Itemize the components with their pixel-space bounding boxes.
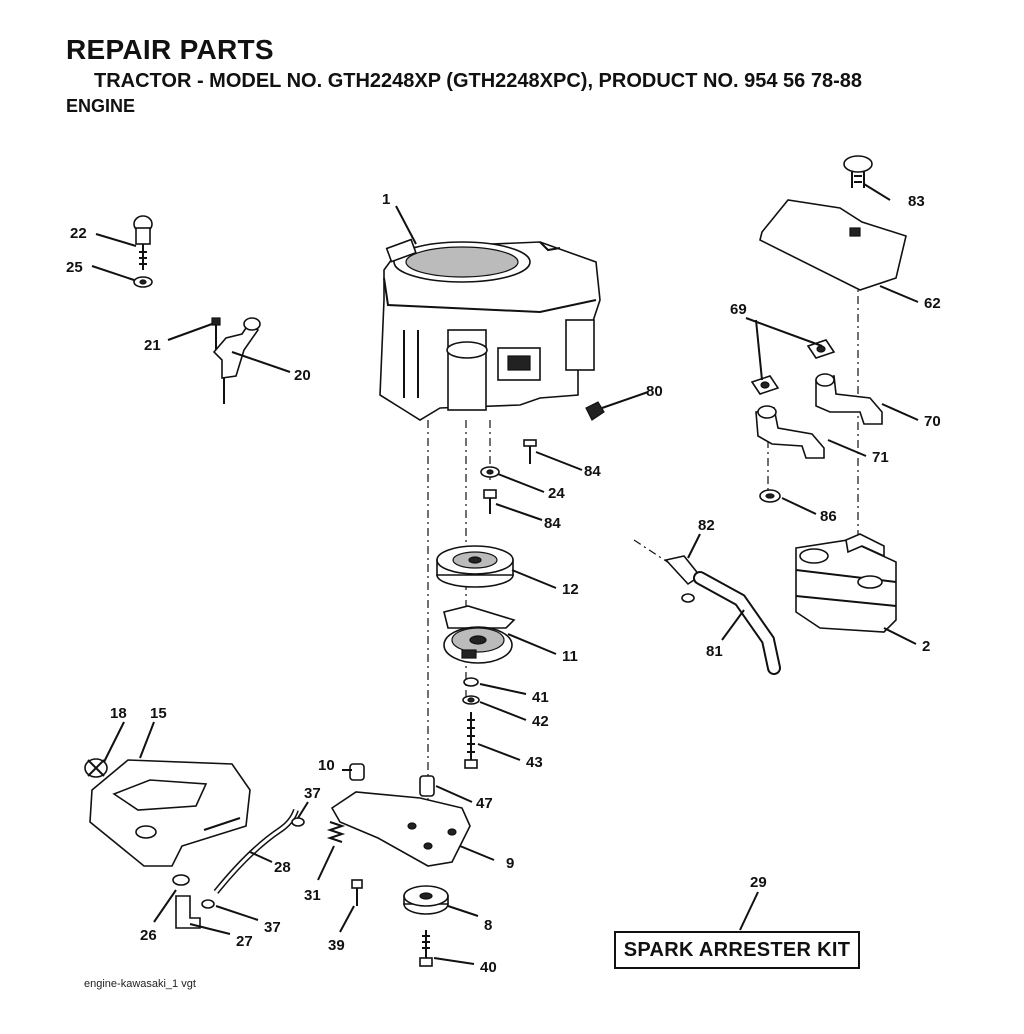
- washer-part-42[interactable]: [462, 695, 480, 705]
- callout-31: 31: [304, 887, 321, 904]
- callout-10: 10: [318, 757, 335, 774]
- callout-12: 12: [562, 581, 579, 598]
- idler-bracket-part-9[interactable]: [330, 791, 471, 867]
- callout-25: 25: [66, 259, 83, 276]
- callout-24: 24: [548, 485, 565, 502]
- bracket-part-20[interactable]: [212, 317, 261, 404]
- callout-43: 43: [526, 754, 543, 771]
- gasket-part-69a[interactable]: [806, 339, 836, 359]
- callout-47: 47: [476, 795, 493, 812]
- washer-part-24[interactable]: [480, 466, 500, 478]
- washer-part-41[interactable]: [463, 677, 479, 687]
- callout-2: 2: [922, 638, 930, 655]
- page-title: REPAIR PARTS: [66, 34, 274, 65]
- callout-84b: 84: [544, 515, 561, 532]
- fitting-part-80[interactable]: [585, 401, 605, 421]
- callout-81: 81: [706, 643, 723, 660]
- bolt-part-43[interactable]: [464, 712, 478, 769]
- callout-40: 40: [480, 959, 497, 976]
- callout-86: 86: [820, 508, 837, 525]
- callout-70: 70: [924, 413, 941, 430]
- heat-shield-part-62[interactable]: [759, 199, 907, 291]
- callout-21: 21: [144, 337, 161, 354]
- nut-part-86[interactable]: [759, 489, 781, 503]
- bolt-part-40[interactable]: [419, 930, 433, 967]
- hose-part-81[interactable]: [693, 571, 781, 675]
- spring-part-31[interactable]: [326, 821, 346, 843]
- idler-pulley-part-8[interactable]: [403, 885, 449, 915]
- callout-42: 42: [532, 713, 549, 730]
- callout-83: 83: [908, 193, 925, 210]
- section-title: ENGINE: [66, 96, 136, 116]
- bolt-part-84a[interactable]: [523, 439, 537, 464]
- pulley-part-12[interactable]: [436, 545, 514, 588]
- spark-arrester-kit-box: SPARK ARRESTER KIT: [614, 931, 860, 969]
- callout-labels: 1 22 25 21 20 80 84 24 84 12 11 41 42 43…: [66, 191, 941, 976]
- spacer-part-10[interactable]: [349, 763, 365, 781]
- callout-1: 1: [382, 191, 390, 208]
- leader-lines: [91, 183, 919, 965]
- bolt-part-39[interactable]: [351, 879, 363, 906]
- elbow-part-27[interactable]: [175, 895, 201, 929]
- model-subtitle: TRACTOR - MODEL NO. GTH2248XP (GTH2248XP…: [94, 70, 862, 92]
- grommet-part-26[interactable]: [172, 874, 190, 886]
- washer-part-25[interactable]: [133, 276, 153, 288]
- knob-part-83[interactable]: [843, 155, 873, 188]
- callout-20: 20: [294, 367, 311, 384]
- callout-26: 26: [140, 927, 157, 944]
- gasket-part-69b[interactable]: [750, 375, 780, 395]
- callout-37b: 37: [264, 919, 281, 936]
- exhaust-pipe-part-71[interactable]: [755, 405, 825, 459]
- callout-41: 41: [532, 689, 549, 706]
- callout-11: 11: [562, 648, 578, 665]
- callout-15: 15: [150, 705, 167, 722]
- callout-62: 62: [924, 295, 941, 312]
- exhaust-pipe-part-70[interactable]: [815, 373, 883, 425]
- clamp-part-37a[interactable]: [291, 817, 305, 827]
- dipstick-part-22[interactable]: [133, 215, 153, 270]
- clamp-part-37b[interactable]: [201, 899, 215, 909]
- callout-71: 71: [872, 449, 889, 466]
- callout-29: 29: [750, 874, 767, 891]
- footer-filename: engine-kawasaki_1 vgt: [84, 978, 196, 990]
- callout-27: 27: [236, 933, 253, 950]
- callout-28: 28: [274, 859, 291, 876]
- spacer-part-47[interactable]: [419, 775, 435, 797]
- cap-part-18[interactable]: [84, 758, 108, 778]
- muffler-part-2[interactable]: [795, 533, 897, 633]
- callout-82: 82: [698, 517, 715, 534]
- clutch-part-11[interactable]: [443, 605, 516, 664]
- callout-9: 9: [506, 855, 514, 872]
- hose-part-28[interactable]: [213, 808, 299, 894]
- callout-8: 8: [484, 917, 492, 934]
- callout-84a: 84: [584, 463, 601, 480]
- callout-37a: 37: [304, 785, 321, 802]
- bolt-part-21[interactable]: [211, 317, 221, 350]
- callout-39: 39: [328, 937, 345, 954]
- callout-18: 18: [110, 705, 127, 722]
- air-cleaner-cover-part-15[interactable]: [89, 759, 251, 867]
- engine-part-1[interactable]: [379, 238, 601, 421]
- callout-22: 22: [70, 225, 87, 242]
- bolt-part-84b[interactable]: [483, 489, 497, 514]
- callout-80: 80: [646, 383, 663, 400]
- callout-69: 69: [730, 301, 747, 318]
